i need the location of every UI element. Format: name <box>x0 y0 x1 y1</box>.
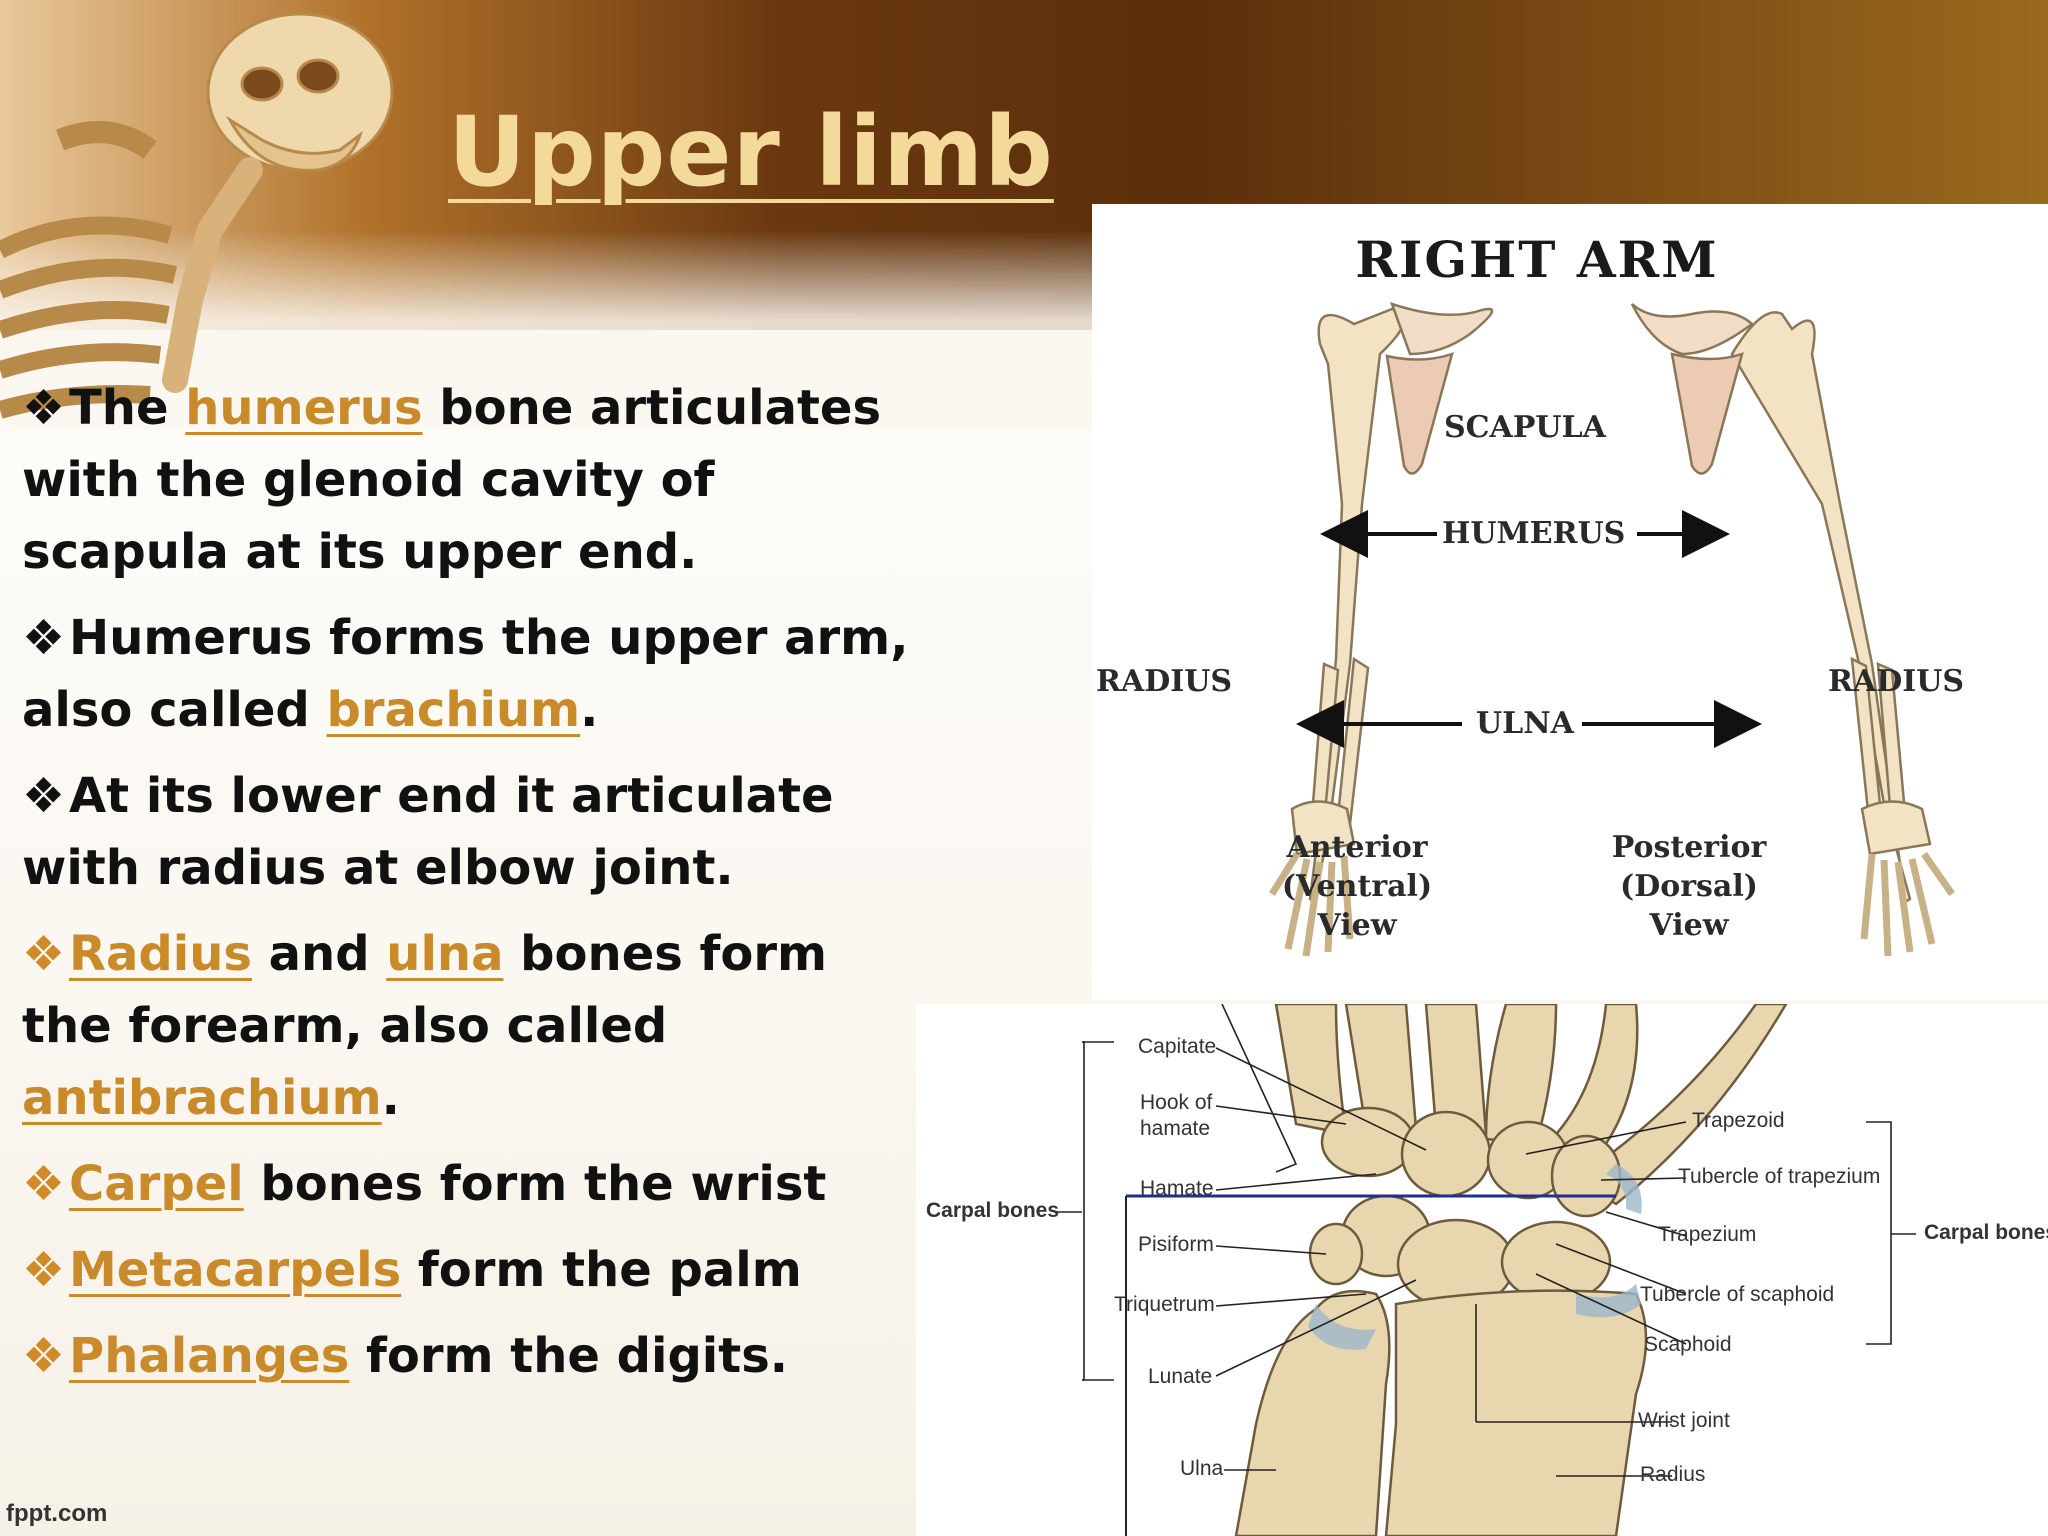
bullet-item: ❖Carpel bones form the wrist <box>22 1148 922 1220</box>
bullet-list: ❖The humerus bone articulates with the g… <box>22 372 922 1406</box>
bullet-marker-icon: ❖ <box>22 380 66 436</box>
label-lunate: Lunate <box>1148 1365 1213 1388</box>
bullet-text: bones form the wrist <box>243 1156 827 1212</box>
bullet-item: ❖At its lower end it articulate with rad… <box>22 760 922 904</box>
label-tubercle-of-trapezium: Tubercle of trapezium <box>1678 1165 1881 1188</box>
label-scaphoid: Scaphoid <box>1644 1333 1732 1356</box>
bullet-marker-icon: ❖ <box>22 926 66 982</box>
label-ulna-wrist: Ulna <box>1180 1457 1224 1480</box>
keyword-link[interactable]: Carpel <box>69 1156 244 1212</box>
bullet-marker-icon: ❖ <box>22 1328 66 1384</box>
arm-diagram-title: RIGHT ARM <box>1355 230 1719 289</box>
keyword-link[interactable]: Metacarpels <box>69 1242 402 1298</box>
right-arm-diagram: RIGHT ARM SCAPULA HUMERUS ULNA RADIUS RA… <box>1092 204 2048 1000</box>
label-wrist-joint: Wrist joint <box>1638 1409 1730 1432</box>
bullet-text: Humerus forms the upper arm, also called <box>22 610 909 738</box>
label-radius-wrist: Radius <box>1640 1463 1706 1486</box>
label-scapula: SCAPULA <box>1444 410 1606 445</box>
bullet-marker-icon: ❖ <box>22 1242 66 1298</box>
label-hamate: Hamate <box>1140 1177 1214 1200</box>
label-trapezoid: Trapezoid <box>1692 1109 1785 1132</box>
bullet-text: bones form the forearm, also called <box>22 926 828 1054</box>
keyword-link[interactable]: Radius <box>69 926 252 982</box>
bullet-item: ❖Humerus forms the upper arm, also calle… <box>22 602 922 746</box>
bullet-text: The <box>69 380 186 436</box>
label-radius-right: RADIUS <box>1828 664 1965 699</box>
keyword-link[interactable]: antibrachium <box>22 1070 382 1126</box>
bullet-text: . <box>381 1070 400 1126</box>
slide-title: Upper limb <box>448 96 1054 208</box>
skeleton-image <box>0 12 394 419</box>
bullet-item: ❖Phalanges form the digits. <box>22 1320 922 1392</box>
label-hook-of-hamate: Hook of hamate <box>1140 1091 1213 1140</box>
arm-bones-illustration <box>1269 302 1955 957</box>
anterior-view-label: Anterior (Ventral) View <box>1281 830 1433 943</box>
label-triquetrum: Triquetrum <box>1114 1293 1215 1316</box>
keyword-link[interactable]: Phalanges <box>69 1328 350 1384</box>
label-carpal-bones-left: Carpal bones <box>926 1199 1060 1222</box>
label-carpal-bones-right: Carpal bones <box>1924 1221 2048 1244</box>
bullet-marker-icon: ❖ <box>22 768 66 824</box>
label-capitate: Capitate <box>1138 1035 1217 1058</box>
label-humerus: HUMERUS <box>1442 516 1626 551</box>
keyword-link[interactable]: ulna <box>386 926 504 982</box>
keyword-link[interactable]: brachium <box>326 682 581 738</box>
bullet-item: ❖The humerus bone articulates with the g… <box>22 372 922 588</box>
label-tubercle-of-scaphoid: Tubercle of scaphoid <box>1640 1283 1835 1306</box>
label-radius-left: RADIUS <box>1096 664 1233 699</box>
bullet-text: bone articulates with the glenoid cavity… <box>22 380 882 580</box>
wrist-bones-illustration <box>1056 1004 1916 1536</box>
bullet-text: form the palm <box>401 1242 802 1298</box>
label-trapezium: Trapezium <box>1658 1223 1757 1246</box>
bullet-text: form the digits. <box>349 1328 789 1384</box>
bullet-text: and <box>251 926 387 982</box>
bullet-marker-icon: ❖ <box>22 610 66 666</box>
posterior-view-label: Posterior (Dorsal) View <box>1611 830 1767 943</box>
keyword-link[interactable]: humerus <box>185 380 423 436</box>
label-pisiform: Pisiform <box>1138 1233 1214 1256</box>
label-ulna: ULNA <box>1476 706 1574 741</box>
bullet-item: ❖Metacarpels form the palm <box>22 1234 922 1306</box>
bullet-marker-icon: ❖ <box>22 1156 66 1212</box>
footer-text: fppt.com <box>6 1500 108 1527</box>
bullet-text: At its lower end it articulate with radi… <box>22 768 834 896</box>
wrist-carpal-diagram: Capitate Hook of hamate Hamate Pisiform … <box>916 1004 2048 1536</box>
bullet-text: . <box>580 682 599 738</box>
bullet-item: ❖Radius and ulna bones form the forearm,… <box>22 918 922 1134</box>
